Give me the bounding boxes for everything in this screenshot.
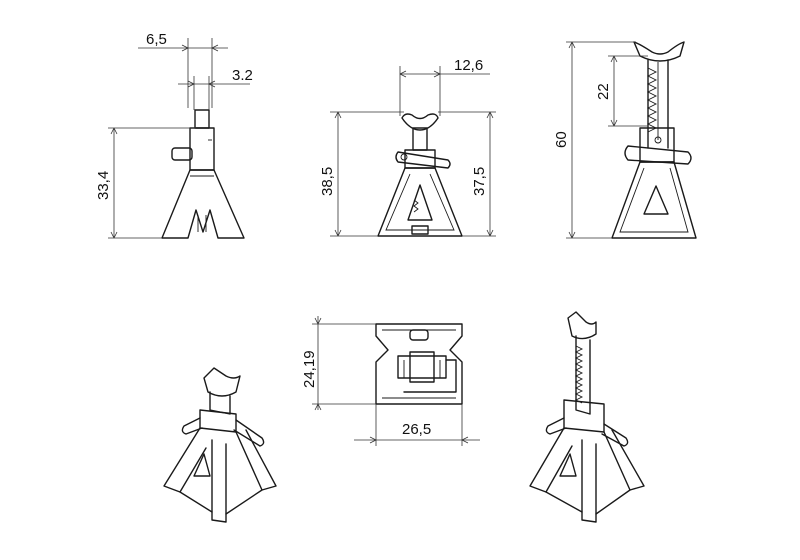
top-dimensions: 24,19 26,5 — [301, 316, 480, 446]
top-view — [375, 323, 463, 405]
dim-top-depth: 24,19 — [301, 350, 318, 388]
front-view — [161, 109, 245, 239]
raised-dimensions: 22 60 — [553, 41, 648, 239]
dim-side-height-right: 37,5 — [471, 167, 488, 196]
dim-raised-extension: 22 — [595, 83, 612, 100]
dim-front-height: 33,4 — [95, 171, 112, 200]
dim-front-width-top: 6,5 — [146, 31, 167, 48]
iso-view-left — [163, 367, 277, 523]
raised-view — [611, 41, 697, 239]
front-dimensions: 6,5 3.2 33,4 — [95, 31, 253, 239]
dim-side-height-left: 38,5 — [319, 167, 336, 196]
dim-top-width: 26,5 — [402, 421, 431, 438]
dim-raised-total-height: 60 — [553, 131, 570, 148]
iso-view-right — [529, 311, 645, 523]
dim-side-saddle-width: 12,6 — [454, 57, 483, 74]
side-view — [377, 113, 463, 237]
side-dimensions: 12,6 38,5 37,5 — [319, 57, 496, 237]
dim-front-width-small: 3.2 — [232, 67, 253, 84]
